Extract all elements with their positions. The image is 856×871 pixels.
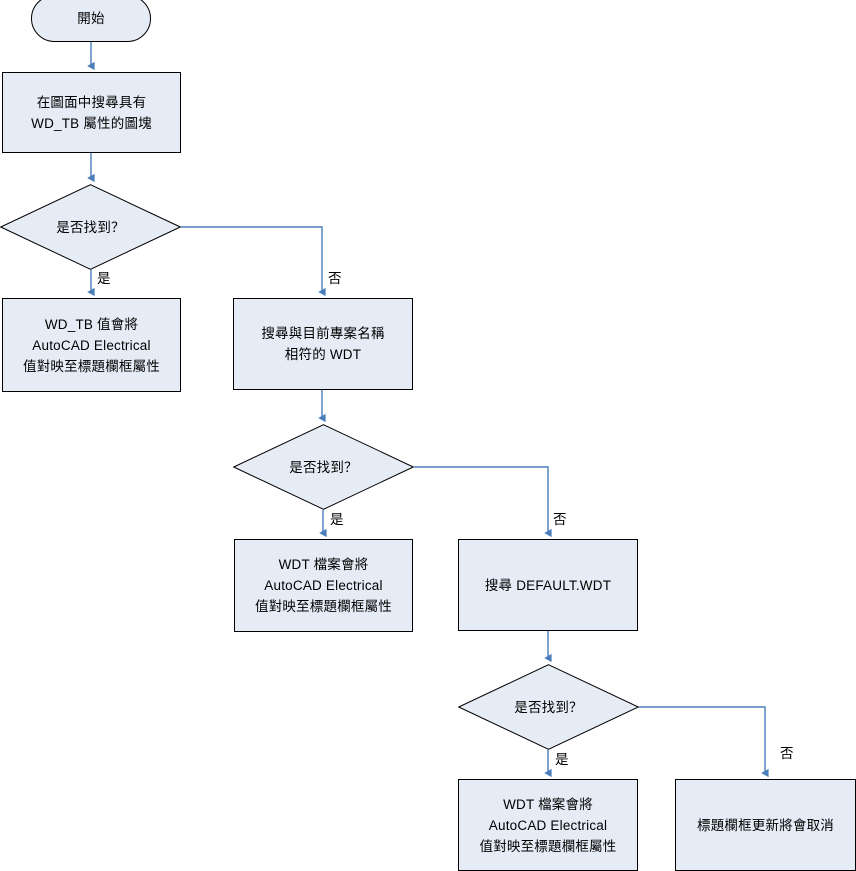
node-search-project-wdt[interactable]: 搜尋與目前專案名稱 相符的 WDT <box>233 298 413 390</box>
edge-label-d2-yes: 是 <box>330 512 344 527</box>
node-start[interactable]: 開始 <box>31 0 151 42</box>
node-label-decision-3: 是否找到？ <box>514 699 583 715</box>
edge-label-d1-no: 否 <box>328 271 342 286</box>
node-label-cancel-update: 標題欄框更新將會取消 <box>697 817 834 833</box>
node-label-search-project-wdt: 搜尋與目前專案名稱 相符的 WDT <box>261 326 385 362</box>
node-label-wdtb-map: WD_TB 值會將 AutoCAD Electrical 值對映至標題欄框屬性 <box>23 316 160 374</box>
diamond-shape <box>233 424 414 510</box>
node-wdt-map-1[interactable]: WDT 檔案會將 AutoCAD Electrical 值對映至標題欄框屬性 <box>234 539 413 632</box>
node-search-wdtb-block[interactable]: 在圖面中搜尋具有 WD_TB 屬性的圖塊 <box>2 72 181 153</box>
edge-label-d2-no: 否 <box>553 512 567 527</box>
node-search-default-wdt[interactable]: 搜尋 DEFAULT.WDT <box>458 539 638 631</box>
node-wdtb-map[interactable]: WD_TB 值會將 AutoCAD Electrical 值對映至標題欄框屬性 <box>2 298 181 392</box>
edge-label-d3-yes: 是 <box>555 752 569 767</box>
node-decision-3[interactable]: 是否找到？ <box>458 664 639 750</box>
edge-label-d3-no: 否 <box>780 746 794 761</box>
node-label-start: 開始 <box>77 11 105 26</box>
diamond-shape <box>458 664 639 750</box>
node-label-search-default-wdt: 搜尋 DEFAULT.WDT <box>484 577 612 593</box>
node-decision-2[interactable]: 是否找到？ <box>233 424 414 510</box>
node-label-search-wdtb-block: 在圖面中搜尋具有 WD_TB 屬性的圖塊 <box>31 94 152 131</box>
connector-decision3-no <box>639 706 769 778</box>
node-decision-1[interactable]: 是否找到？ <box>0 184 181 270</box>
diamond-shape <box>0 184 181 270</box>
edge-label-d1-yes: 是 <box>97 271 111 286</box>
node-label-wdt-map-1: WDT 檔案會將 AutoCAD Electrical 值對映至標題欄框屬性 <box>255 557 392 614</box>
connector-decision1-no <box>181 226 326 297</box>
node-label-wdt-map-2: WDT 檔案會將 AutoCAD Electrical 值對映至標題欄框屬性 <box>479 796 617 854</box>
node-label-decision-2: 是否找到？ <box>289 459 358 475</box>
node-cancel-update[interactable]: 標題欄框更新將會取消 <box>675 779 856 871</box>
node-label-decision-1: 是否找到？ <box>56 219 125 235</box>
connector-decision2-no <box>414 466 552 538</box>
node-wdt-map-2[interactable]: WDT 檔案會將 AutoCAD Electrical 值對映至標題欄框屬性 <box>458 779 638 871</box>
